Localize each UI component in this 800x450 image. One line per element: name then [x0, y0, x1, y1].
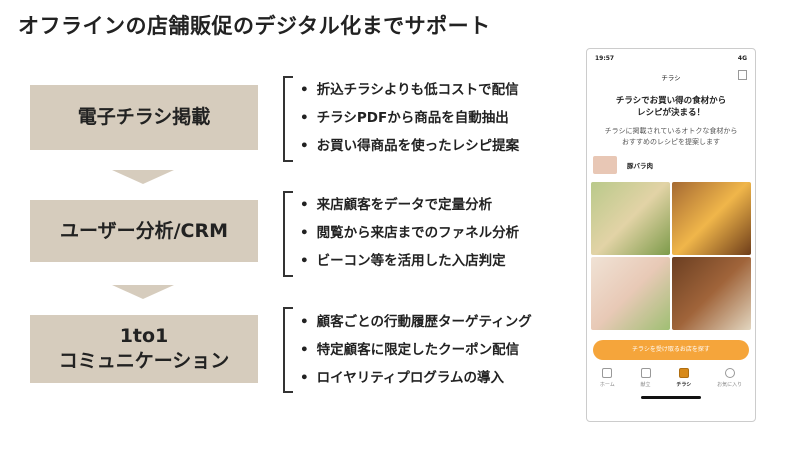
list-item: 閲覧から来店までのファネル分析	[300, 219, 520, 247]
status-bar: 19:57 4G	[587, 49, 755, 62]
time: 19:57	[595, 55, 615, 62]
find-store-button[interactable]: チラシを受け取るお店を探す	[593, 340, 749, 361]
recipe-image[interactable]	[591, 182, 670, 256]
ingredient-label: 豚バラ肉	[627, 162, 653, 171]
list-item: 顧客ごとの行動履歴ターゲティング	[300, 308, 532, 336]
headline-line: チラシでお買い得の食材から	[615, 96, 727, 106]
nav-bar: チラシ	[587, 70, 755, 82]
list-item: 折込チラシよりも低コストで配信	[300, 76, 519, 104]
tab-flyer[interactable]: チラシ	[676, 368, 691, 388]
headline-line: レシピが決まる！	[636, 107, 705, 118]
signal: 4G	[737, 55, 747, 62]
step-label: 1to1	[119, 325, 169, 348]
screen-title: チラシ	[661, 74, 681, 82]
tab-bar: ホーム 献立 チラシ お気に入り	[587, 368, 755, 388]
list-item: 特定顧客に限定したクーポン配信	[300, 336, 532, 364]
bullet-list: 顧客ごとの行動履歴ターゲティング 特定顧客に限定したクーポン配信 ロイヤリティプ…	[300, 308, 532, 392]
flyer-icon	[678, 368, 689, 379]
tab-label: チラシ	[676, 382, 692, 389]
ingredient-thumbnail	[593, 156, 617, 175]
tab-label: ホーム	[599, 382, 615, 389]
tab-home[interactable]: ホーム	[600, 368, 615, 388]
store-icon[interactable]	[738, 70, 747, 80]
recipe-image[interactable]	[672, 257, 751, 331]
down-arrow-icon	[112, 285, 174, 299]
list-item: ビーコン等を活用した入店判定	[300, 247, 519, 275]
step-1to1: 1to1 コミュニケーション	[30, 315, 258, 383]
bullet-list: 折込チラシよりも低コストで配信 チラシPDFから商品を自動抽出 お買い得商品を使…	[300, 76, 520, 160]
tab-label: 献立	[640, 382, 651, 389]
list-item: お買い得商品を使ったレシピ提案	[300, 132, 520, 160]
recipe-grid	[591, 182, 751, 331]
step-label: コミュニケーション	[58, 350, 230, 372]
list-item: ロイヤリティプログラムの導入	[300, 364, 532, 392]
subtext-line: チラシに掲載されているオトクな食材から	[604, 126, 738, 135]
home-indicator	[641, 396, 701, 400]
down-arrow-icon	[112, 170, 174, 184]
phone-mockup: 19:57 4G チラシ チラシでお買い得の食材から レシピが決まる！ チラシに…	[586, 48, 756, 422]
bullet-list: 来店顧客をデータで定量分析 閲覧から来店までのファネル分析 ビーコン等を活用した…	[300, 191, 520, 275]
subtext: チラシに掲載されているオトクな食材から おすすめのレシピを提案します	[587, 126, 755, 148]
heart-icon	[724, 368, 735, 379]
list-item: 来店顧客をデータで定量分析	[300, 191, 519, 219]
list-item: チラシPDFから商品を自動抽出	[300, 104, 519, 132]
recipe-image[interactable]	[591, 257, 670, 331]
page-title: オフラインの店舗販促のデジタル化までサポート	[18, 14, 491, 38]
menu-icon	[640, 368, 651, 379]
headline: チラシでお買い得の食材から レシピが決まる！	[587, 96, 755, 120]
ingredient-item[interactable]: 豚バラ肉	[593, 156, 749, 175]
step-crm: ユーザー分析/CRM	[30, 200, 258, 262]
subtext-line: おすすめのレシピを提案します	[622, 137, 720, 146]
home-icon	[602, 368, 613, 379]
recipe-image[interactable]	[672, 182, 751, 256]
bracket	[283, 76, 293, 162]
bracket	[283, 191, 293, 277]
tab-menu[interactable]: 献立	[640, 368, 651, 389]
tab-favorites[interactable]: お気に入り	[717, 368, 742, 388]
tab-label: お気に入り	[717, 382, 743, 389]
step-flyer: 電子チラシ掲載	[30, 85, 258, 150]
bracket	[283, 307, 293, 393]
